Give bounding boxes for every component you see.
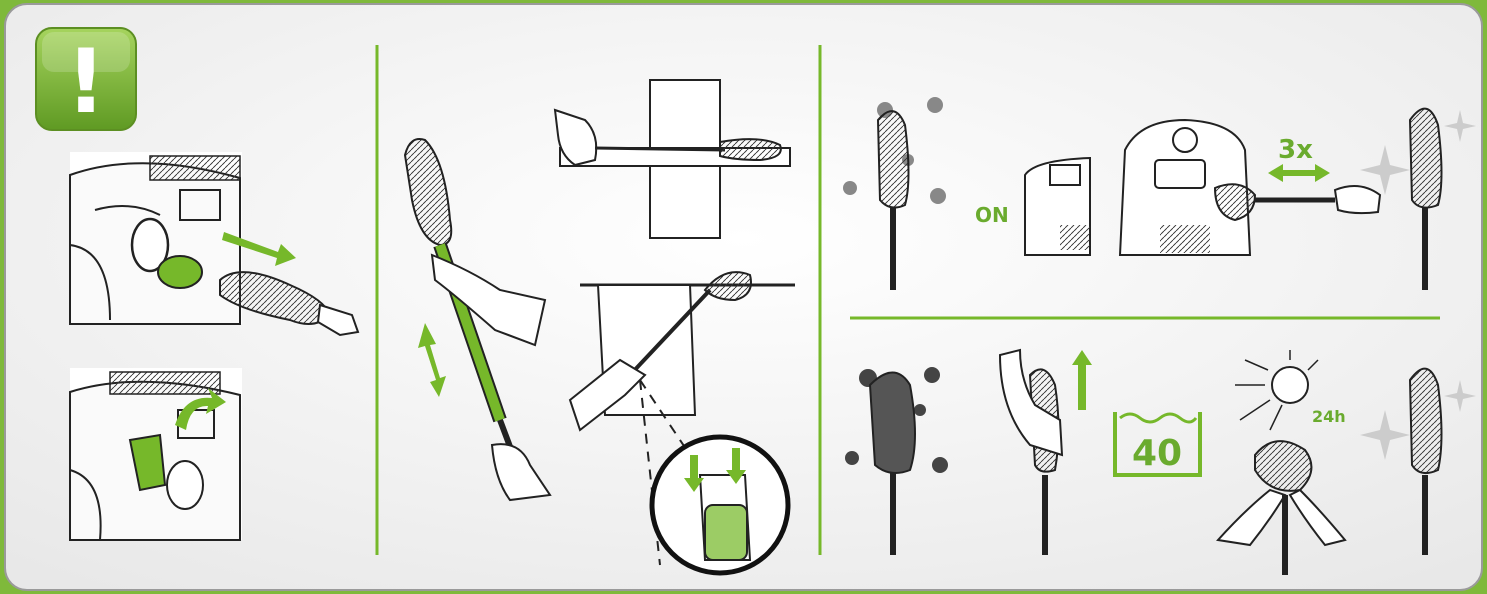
vacuum-top-illustration: [70, 152, 242, 324]
repeat-count-label: 3x: [1278, 135, 1313, 165]
exclamation-icon: !: [66, 30, 106, 133]
sun-icon: [1272, 367, 1308, 403]
warning-badge: !: [36, 28, 136, 133]
lock-detail-circle: [652, 437, 788, 573]
drying-time-label: 24h: [1312, 407, 1346, 426]
wash-temperature-label: 40: [1132, 433, 1182, 474]
vacuum-cleaner-off: [1025, 158, 1090, 255]
vacuum-storage-illustration: [70, 368, 242, 540]
on-label: ON: [975, 203, 1009, 227]
